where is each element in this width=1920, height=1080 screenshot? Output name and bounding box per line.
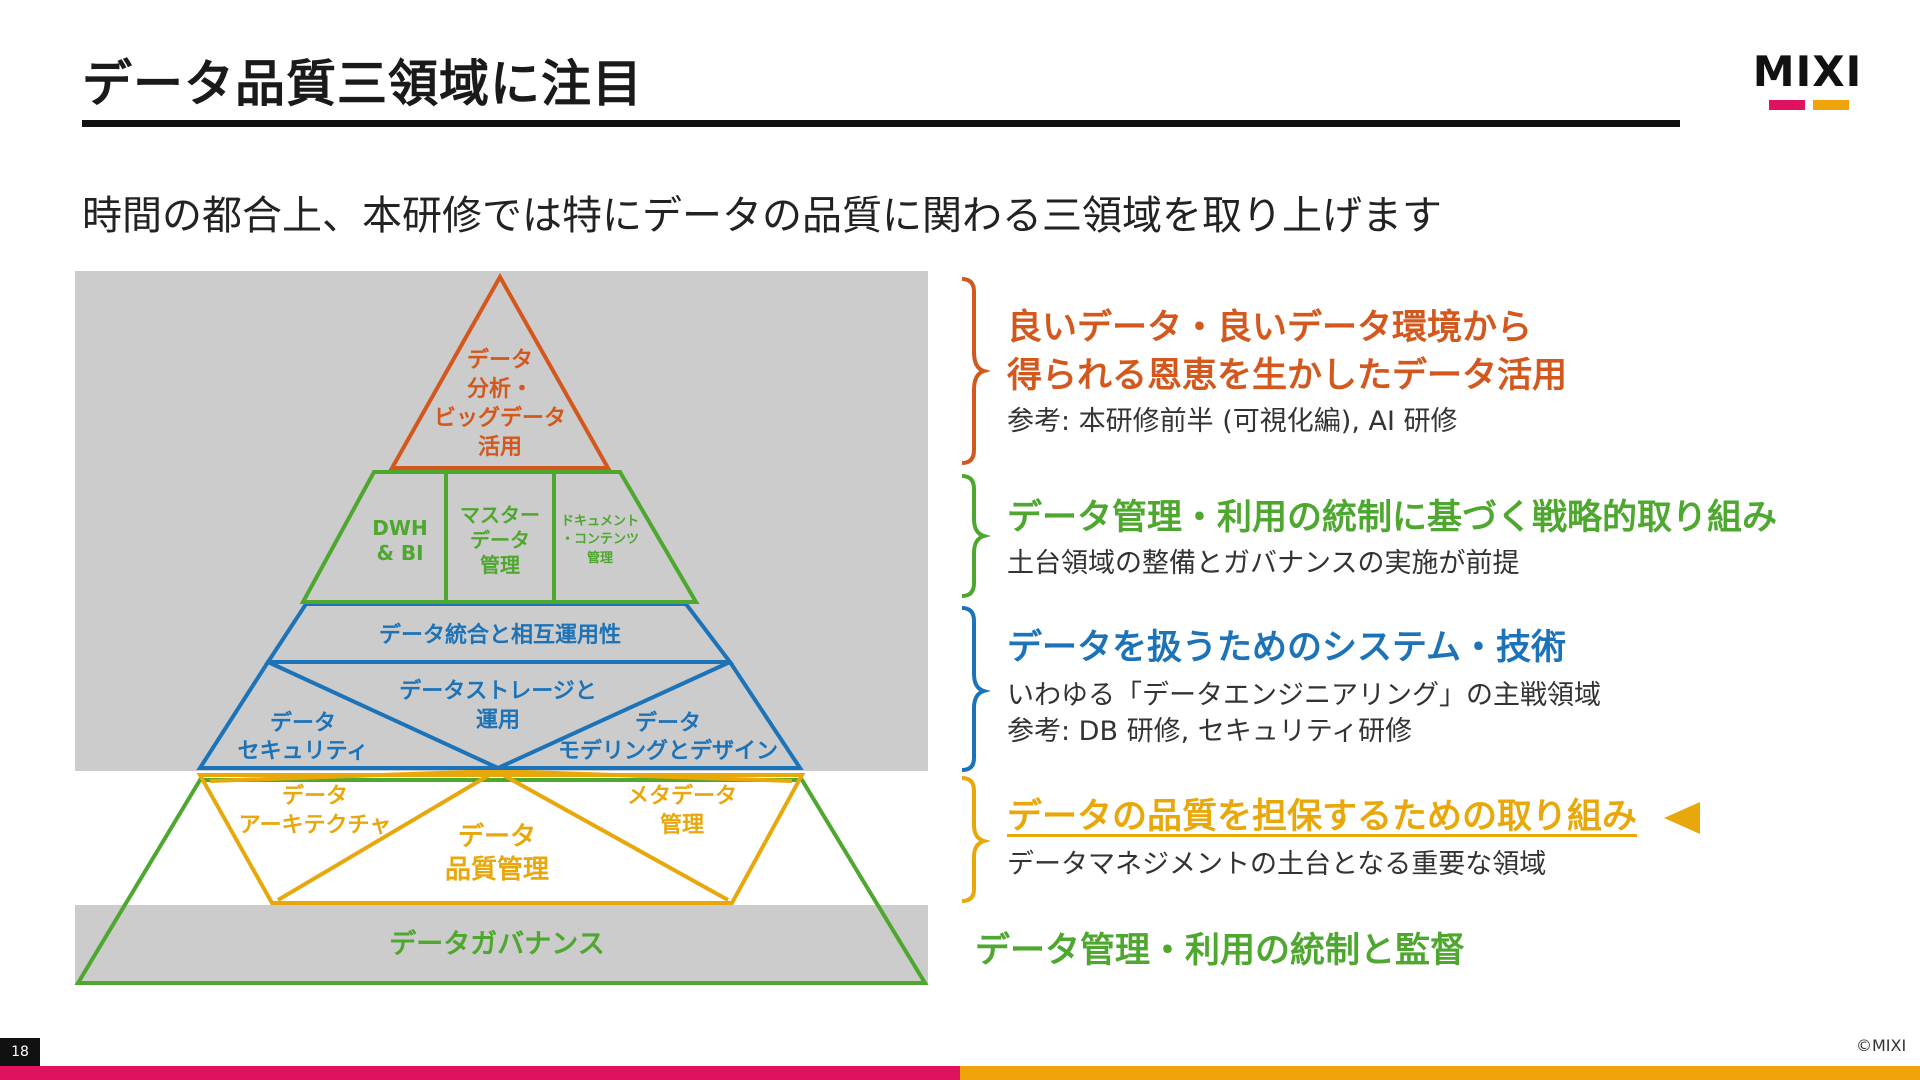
title-rule [82,120,1680,127]
label-security-2: セキュリティ [238,739,369,764]
label-analytics-3: ビッグデータ [434,405,566,431]
label-document-1: ドキュメント [561,514,639,529]
left-triangle-pointer-icon [1664,802,1700,834]
storage-diagonal-left [267,660,499,770]
copyright: ©MIXI [1856,1036,1907,1055]
label-modeling-2: モデリングとデザイン [558,738,778,764]
label-modeling-1: データ [635,710,701,736]
sec3-note-1: いわゆる「データエンジニアリング」の主戦領域 [1007,680,1601,711]
sec3-heading: データを扱うためのシステム・技術 [1007,628,1566,668]
quality-diagonal-left [276,769,498,902]
quality-diagonal-right [495,769,729,902]
sec1-note: 参考: 本研修前半 (可視化編), AI 研修 [1007,406,1458,437]
label-master-2: データ [470,528,530,552]
label-quality-1: データ [458,821,536,852]
label-master-3: 管理 [480,553,520,577]
sec2-heading: データ管理・利用の統制に基づく戦略的取り組み [1007,498,1778,538]
label-integration: データ統合と相互運用性 [379,622,621,648]
sec4-heading: データの品質を担保するための取り組み [1007,797,1638,837]
brace-management [961,474,991,598]
storage-diagonal-right [497,660,731,770]
brace-quality [961,776,991,903]
label-analytics-4: 活用 [478,435,522,460]
label-governance: データガバナンス [389,928,604,960]
subtitle: 時間の都合上、本研修では特にデータの品質に関わる三領域を取り上げます [82,193,1442,239]
brace-analytics [961,277,991,465]
mixi-logo: MIXI [1745,50,1870,114]
label-analytics-2: 分析・ [467,377,533,402]
sec3-note-2: 参考: DB 研修, セキュリティ研修 [1007,716,1413,747]
label-master-1: マスター [460,503,540,527]
governance-outline [74,778,929,985]
label-metadata-2: 管理 [660,812,704,838]
label-document-3: 管理 [587,550,613,566]
label-quality-2: 品質管理 [445,855,549,885]
label-architecture-1: データ [282,783,348,809]
label-architecture-2: アーキテクチャ [239,813,391,838]
storage-layer-outline [196,660,804,770]
page-number: 18 [0,1038,40,1066]
management-layer-outline [299,470,700,604]
brace-technology [961,606,991,772]
label-storage-2: 運用 [476,708,520,733]
label-storage-1: データストレージと [399,678,597,704]
label-metadata-1: メタデータ [627,783,737,809]
logo-bar-red [1769,100,1805,110]
analytics-apex-outline [388,272,612,470]
logo-bar-yellow [1813,100,1849,110]
label-document-2: ・コンテンツ [561,532,639,547]
governance-heading: データ管理・利用の統制と監督 [975,931,1466,971]
label-security-1: データ [270,710,336,736]
slide-title: データ品質三領域に注目 [82,55,643,113]
footer-bar-red [0,1066,960,1080]
label-analytics-1: データ [467,347,533,373]
pyramid-bg-lower [75,905,928,985]
sec1-heading-1: 良いデータ・良いデータ環境から [1007,308,1533,348]
label-dwh-2: & BI [376,541,423,565]
sec4-note: データマネジメントの土台となる重要な領域 [1007,849,1547,880]
sec1-heading-2: 得られる恩恵を生かしたデータ活用 [1007,356,1568,396]
pyramid-bg-upper [75,271,928,771]
label-dwh-1: DWH [372,516,427,540]
footer-bar-yellow [960,1066,1920,1080]
logo-text: MIXI [1752,47,1863,96]
sec2-note: 土台領域の整備とガバナンスの実施が前提 [1007,548,1520,579]
